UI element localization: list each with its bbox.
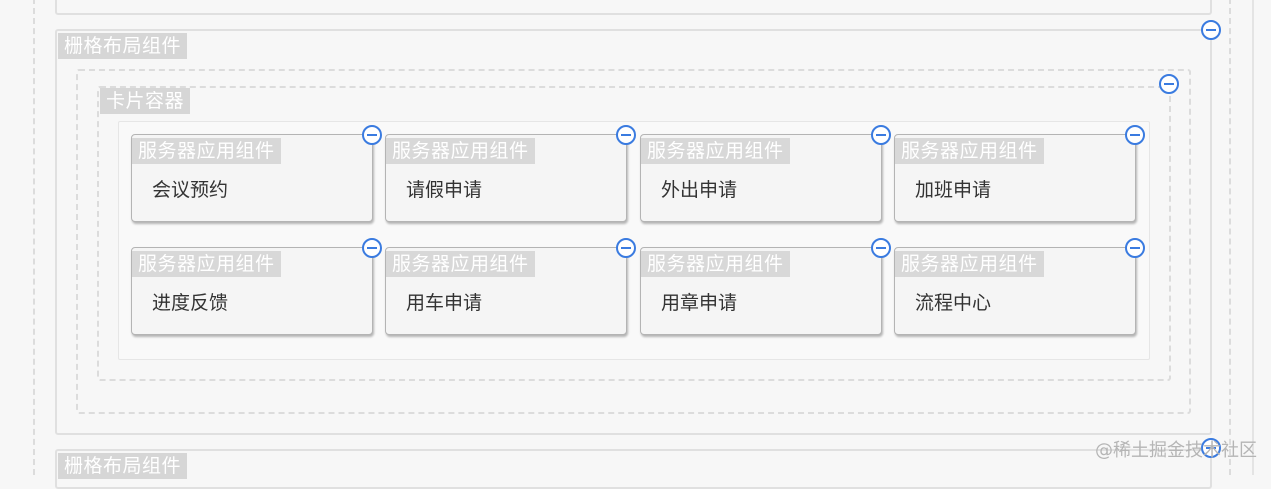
service-card-label: 外出申请 [661, 179, 738, 201]
grid-layout-component-next[interactable]: 栅格布局组件 [55, 449, 1212, 489]
service-app-tag: 服务器应用组件 [132, 251, 281, 277]
grid-column-frame [76, 69, 1191, 414]
card-remove-icon[interactable] [362, 125, 382, 145]
service-card-label: 进度反馈 [152, 292, 229, 314]
service-card-label: 用车申请 [406, 292, 483, 314]
service-app-tag: 服务器应用组件 [132, 138, 281, 164]
service-card-workflow[interactable]: 服务器应用组件 流程中心 [894, 247, 1136, 335]
service-card-outing[interactable]: 服务器应用组件 外出申请 [640, 134, 882, 222]
card-remove-icon[interactable] [616, 238, 636, 258]
watermark: @稀土掘金技术社区 [1095, 440, 1257, 461]
grid-layout-tag: 栅格布局组件 [58, 453, 188, 479]
service-app-tag: 服务器应用组件 [895, 251, 1044, 277]
service-card-overtime[interactable]: 服务器应用组件 加班申请 [894, 134, 1136, 222]
service-card-progress[interactable]: 服务器应用组件 进度反馈 [131, 247, 373, 335]
page-edge-border [1252, 0, 1254, 475]
grid-layout-tag: 栅格布局组件 [58, 33, 188, 59]
service-card-meeting[interactable]: 服务器应用组件 会议预约 [131, 134, 373, 222]
service-card-label: 用章申请 [661, 292, 738, 314]
grid-layout-remove-icon-next[interactable] [1201, 438, 1221, 458]
service-card-vehicle[interactable]: 服务器应用组件 用车申请 [385, 247, 627, 335]
card-remove-icon[interactable] [871, 238, 891, 258]
grid-layout-remove-icon[interactable] [1201, 20, 1221, 40]
service-app-tag: 服务器应用组件 [386, 251, 535, 277]
service-card-label: 流程中心 [915, 292, 992, 314]
service-app-tag: 服务器应用组件 [641, 138, 790, 164]
card-remove-icon[interactable] [362, 238, 382, 258]
service-app-tag: 服务器应用组件 [641, 251, 790, 277]
previous-component-box[interactable] [55, 0, 1212, 15]
service-card-label: 请假申请 [406, 179, 483, 201]
card-remove-icon[interactable] [871, 125, 891, 145]
outer-dashed-border-left [33, 0, 35, 475]
service-card-label: 加班申请 [915, 179, 992, 201]
service-app-tag: 服务器应用组件 [386, 138, 535, 164]
service-app-tag: 服务器应用组件 [895, 138, 1044, 164]
card-container-tag: 卡片容器 [100, 88, 191, 114]
outer-dashed-border-right [1229, 0, 1231, 475]
service-card-leave[interactable]: 服务器应用组件 请假申请 [385, 134, 627, 222]
card-remove-icon[interactable] [1125, 238, 1145, 258]
service-card-label: 会议预约 [152, 179, 229, 201]
card-container[interactable]: 卡片容器 [97, 86, 1171, 381]
service-card-seal[interactable]: 服务器应用组件 用章申请 [640, 247, 882, 335]
card-remove-icon[interactable] [616, 125, 636, 145]
card-remove-icon[interactable] [1125, 125, 1145, 145]
card-container-remove-icon[interactable] [1159, 74, 1179, 94]
